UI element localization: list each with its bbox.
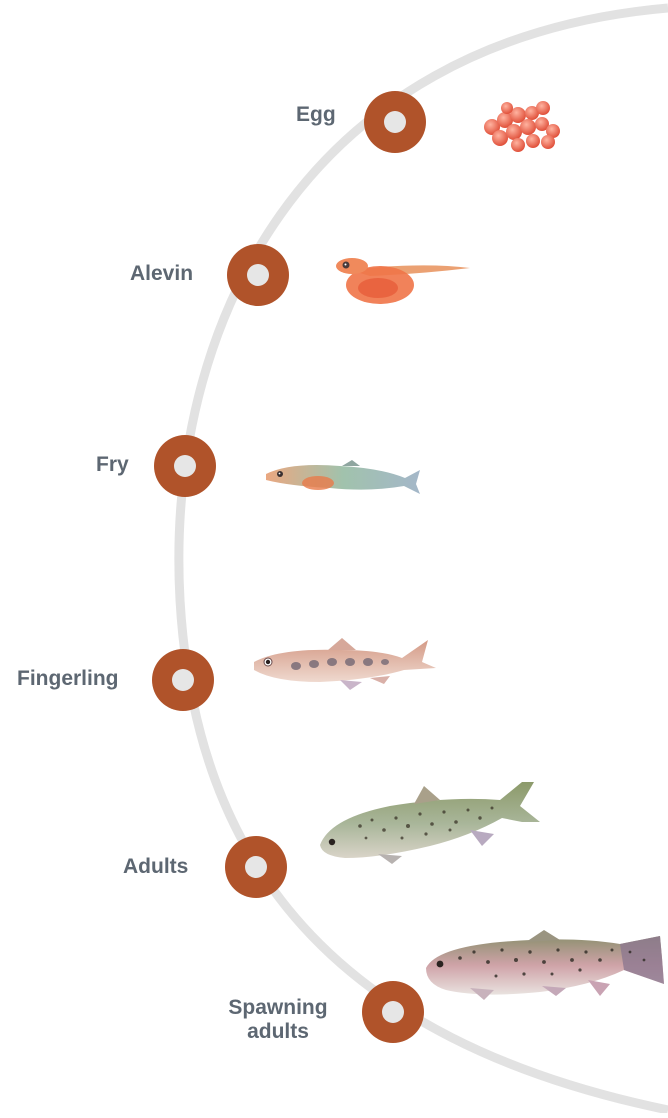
stage-node-adults [225,836,287,898]
stage-node-alevin [227,244,289,306]
adult-trout-illustration [320,782,540,864]
stage-label-spawning-adults: Spawning adults [218,996,338,1044]
fry-illustration [266,460,420,494]
stage-node-fry [154,435,216,497]
stage-node-fingerling [152,649,214,711]
stage-label-fingerling: Fingerling [17,667,119,691]
fingerling-illustration [254,638,436,690]
stage-label-fry: Fry [96,453,129,477]
stage-label-adults: Adults [123,855,188,879]
alevin-illustration [336,258,470,304]
stage-node-egg [364,91,426,153]
spawning-trout-illustration [426,930,664,1000]
fish-eggs-illustration [484,101,560,152]
stage-label-alevin: Alevin [130,262,193,286]
stage-node-spawning-adults [362,981,424,1043]
stage-label-egg: Egg [296,103,336,127]
